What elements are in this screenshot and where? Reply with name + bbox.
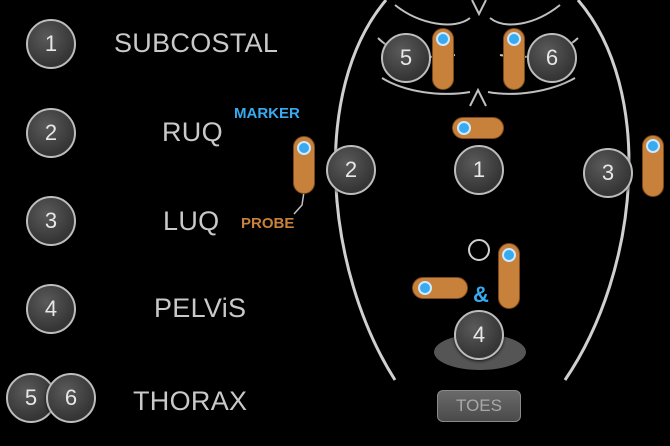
zone-6-marker-icon [507, 32, 521, 46]
ampersand-label: & [473, 282, 489, 307]
toes-button[interactable]: TOES [437, 390, 521, 422]
zone-2-badge[interactable]: 2 [326, 145, 376, 195]
legend-zone-2-label: RUQ [162, 117, 223, 147]
key-marker-icon [297, 141, 311, 155]
legend-zone-3-badge[interactable]: 3 [26, 196, 76, 246]
probe-key-label: PROBE [241, 215, 295, 232]
legend-zone-4-label: PELViS [154, 293, 247, 323]
legend-zone-2-badge[interactable]: 2 [26, 108, 76, 158]
zone-4-marker-horizontal-icon [418, 281, 432, 295]
zone-1-marker-icon [457, 121, 471, 135]
marker-key-label: MARKER [234, 105, 300, 122]
zone-3-badge[interactable]: 3 [583, 148, 633, 198]
zone-3-marker-icon [646, 139, 660, 153]
legend-zone-4-badge[interactable]: 4 [26, 284, 76, 334]
legend-zone-1-badge[interactable]: 1 [26, 19, 76, 69]
legend-zone-6-badge[interactable]: 6 [46, 373, 96, 423]
zone-4-marker-vertical-icon [502, 248, 516, 262]
zone-1-badge[interactable]: 1 [454, 145, 504, 195]
legend-zone-thorax-label: THORAX [133, 386, 248, 416]
legend-zone-5-badge[interactable]: 5 [6, 373, 56, 423]
zone-4-badge[interactable]: 4 [454, 310, 504, 360]
zone-6-badge[interactable]: 6 [527, 33, 577, 83]
legend-zone-3-label: LUQ [163, 206, 220, 236]
zone-5-badge[interactable]: 5 [381, 33, 431, 83]
legend-zone-1-label: SUBCOSTAL [114, 28, 279, 58]
zone-5-marker-icon [436, 32, 450, 46]
